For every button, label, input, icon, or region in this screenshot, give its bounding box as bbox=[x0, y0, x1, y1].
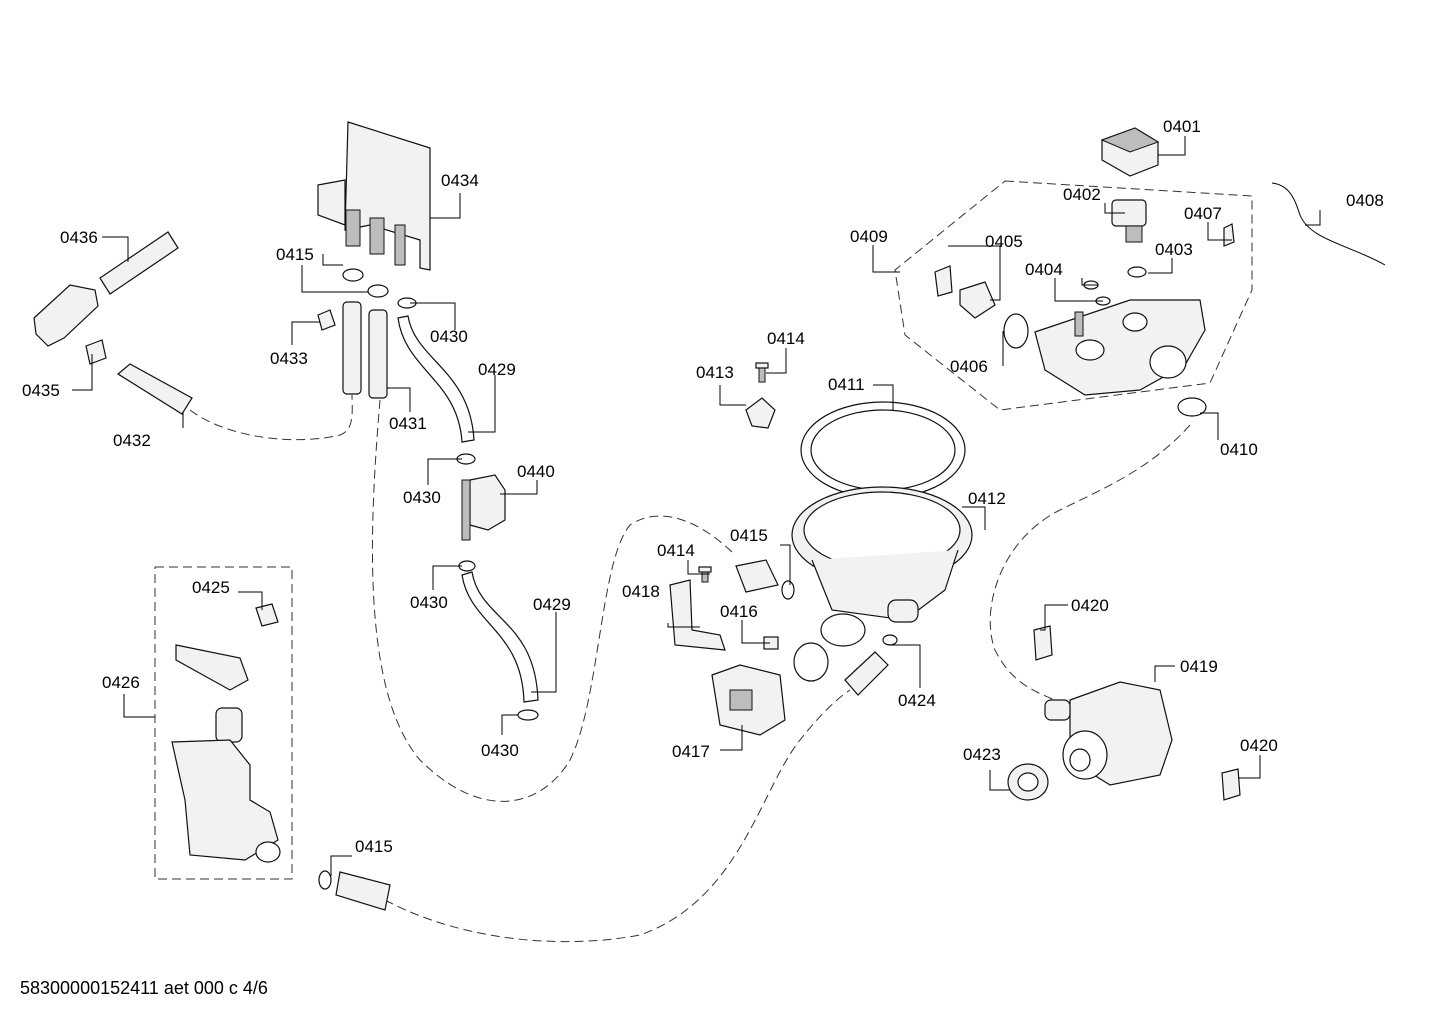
part-0411-sump-seal bbox=[800, 401, 966, 499]
callout-0402: 0402 bbox=[1063, 185, 1101, 204]
callout-0404: 0404 bbox=[1025, 260, 1063, 279]
callout-0433: 0433 bbox=[270, 349, 308, 368]
callout-0426: 0426 bbox=[102, 673, 140, 692]
valve-assembly-outline bbox=[154, 566, 293, 880]
part-0435-clip bbox=[85, 339, 107, 365]
part-0408-wire bbox=[1271, 182, 1386, 266]
drain-hose-route bbox=[384, 689, 851, 943]
callout-0409: 0409 bbox=[850, 227, 888, 246]
callout-0411: 0411 bbox=[828, 375, 865, 394]
part-0410-clamp bbox=[1177, 397, 1207, 417]
part-0426-inlet-valve bbox=[171, 739, 281, 863]
part-0409-heater-block bbox=[1034, 299, 1206, 396]
part-0415-oring bbox=[367, 284, 389, 298]
callout-0435: 0435 bbox=[22, 381, 60, 400]
document-code: 58300000152411 aet 000 c 4/6 bbox=[20, 978, 268, 998]
callout-0429: 0429 bbox=[478, 360, 516, 379]
part-0429-hose bbox=[397, 315, 475, 443]
part-0430-clamp bbox=[517, 709, 539, 721]
callout-0403: 0403 bbox=[1155, 240, 1193, 259]
callout-0413: 0413 bbox=[696, 363, 734, 382]
callout-0415: 0415 bbox=[730, 526, 768, 545]
part-0426-bracket bbox=[175, 644, 249, 691]
leader-lines bbox=[72, 136, 1321, 876]
part-0419-circulation-pump bbox=[1044, 681, 1173, 786]
callout-0405: 0405 bbox=[985, 232, 1023, 251]
part-0426-filter bbox=[215, 707, 243, 743]
part-0429-hose bbox=[461, 571, 539, 703]
part-0432-hose bbox=[116, 363, 193, 415]
part-0417-drain-pump bbox=[711, 664, 786, 736]
callout-0417: 0417 bbox=[672, 742, 710, 761]
callout-0430: 0430 bbox=[410, 593, 448, 612]
callout-0406: 0406 bbox=[950, 357, 988, 376]
part-0420-clip bbox=[1033, 625, 1053, 661]
callout-0436: 0436 bbox=[60, 228, 98, 247]
part-0425-clip bbox=[255, 603, 279, 627]
callout-0425: 0425 bbox=[192, 578, 230, 597]
callout-0415: 0415 bbox=[355, 837, 393, 856]
callout-0432: 0432 bbox=[113, 431, 151, 450]
part-0423-grommet bbox=[1007, 763, 1049, 801]
callout-0423: 0423 bbox=[963, 745, 1001, 764]
callout-0412: 0412 bbox=[968, 489, 1006, 508]
callout-labels: 0401 0402 0403 0404 0405 0406 0407 0408 … bbox=[22, 117, 1384, 856]
part-0414-screw bbox=[755, 362, 769, 383]
callout-0431: 0431 bbox=[389, 414, 427, 433]
part-0412-sump bbox=[791, 486, 973, 647]
callout-0429: 0429 bbox=[533, 595, 571, 614]
part-0420-clip bbox=[1221, 768, 1241, 801]
callout-0430: 0430 bbox=[430, 327, 468, 346]
part-0424-hose bbox=[844, 634, 898, 696]
callout-0401: 0401 bbox=[1163, 117, 1201, 136]
part-0415-hose bbox=[318, 870, 391, 911]
callout-0424: 0424 bbox=[898, 691, 936, 710]
part-0436-hose bbox=[33, 231, 179, 347]
circulation-hose-route bbox=[989, 424, 1191, 701]
callout-0419: 0419 bbox=[1180, 657, 1218, 676]
callout-0407: 0407 bbox=[1184, 204, 1222, 223]
part-0402-sensor bbox=[1111, 199, 1147, 243]
callout-0410: 0410 bbox=[1220, 440, 1258, 459]
part-0440-valve bbox=[461, 474, 506, 541]
part-0413-bracket bbox=[745, 397, 776, 429]
drain-hose-route bbox=[189, 394, 353, 441]
part-0434-water-pocket bbox=[317, 121, 431, 271]
part-0418-bracket bbox=[669, 579, 726, 651]
callout-0430: 0430 bbox=[481, 741, 519, 760]
part-0431-hose bbox=[342, 301, 388, 399]
part-0407-clip bbox=[1223, 223, 1235, 247]
callout-0434: 0434 bbox=[441, 171, 479, 190]
callout-0430: 0430 bbox=[403, 488, 441, 507]
callout-0415: 0415 bbox=[276, 245, 314, 264]
part-sump-oring bbox=[793, 642, 829, 682]
callout-0414: 0414 bbox=[657, 541, 695, 560]
callout-0418: 0418 bbox=[622, 582, 660, 601]
part-0415-hose bbox=[735, 559, 795, 600]
part-0403-oring bbox=[1127, 266, 1147, 278]
drain-hose-route bbox=[371, 399, 736, 802]
part-0405-connector bbox=[934, 265, 996, 319]
callout-0420: 0420 bbox=[1240, 736, 1278, 755]
callout-0414: 0414 bbox=[767, 329, 805, 348]
callout-0408: 0408 bbox=[1346, 191, 1384, 210]
heater-assembly-outline bbox=[894, 180, 1253, 411]
callout-0440: 0440 bbox=[517, 462, 555, 481]
part-0433-clip bbox=[317, 309, 336, 331]
part-0401-cover bbox=[1100, 127, 1160, 177]
part-0415-oring bbox=[342, 268, 364, 282]
callout-0416: 0416 bbox=[720, 602, 758, 621]
part-0406-seal bbox=[1003, 313, 1029, 349]
part-0414-screw bbox=[698, 566, 712, 583]
callout-0420: 0420 bbox=[1071, 596, 1109, 615]
